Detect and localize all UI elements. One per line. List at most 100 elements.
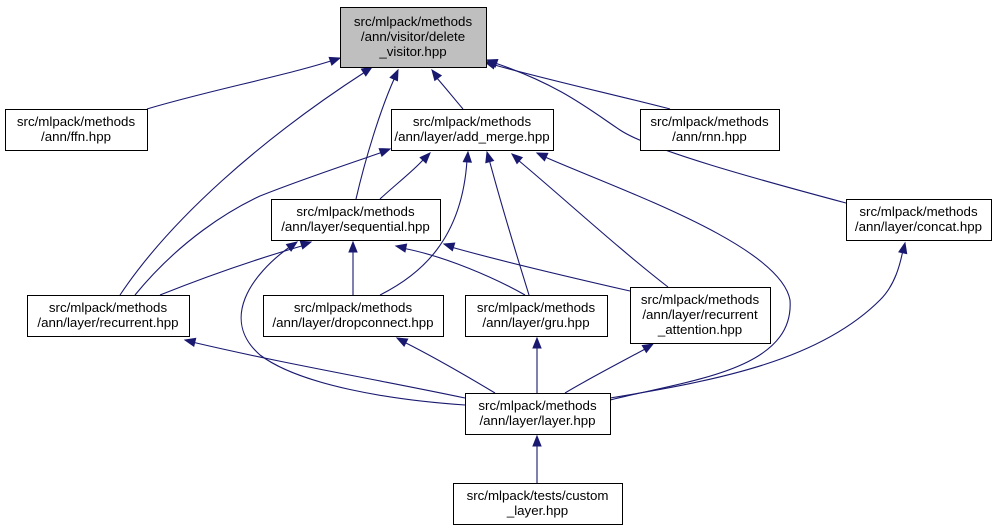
node-label-line: src/mlpack/methods bbox=[477, 300, 596, 315]
arrowhead-icon bbox=[532, 434, 542, 447]
arrowhead-icon bbox=[389, 68, 399, 82]
node-label-line: /ann/layer/recurrent.hpp bbox=[37, 315, 178, 330]
edge-ffn-to-delete-visitor bbox=[146, 56, 342, 110]
node-layer[interactable]: src/mlpack/methods/ann/layer/layer.hpp bbox=[465, 393, 611, 435]
arrowhead-icon bbox=[360, 66, 374, 77]
arrowhead-icon bbox=[378, 148, 392, 157]
node-label-line: src/mlpack/tests/custom bbox=[467, 488, 609, 503]
edge-line bbox=[490, 63, 671, 110]
edge-layer-to-add-merge bbox=[535, 152, 791, 401]
arrowhead-icon bbox=[532, 336, 542, 349]
edge-gru-to-sequential bbox=[394, 243, 526, 296]
edge-line bbox=[494, 62, 847, 204]
node-label-line: /ann/layer/sequential.hpp bbox=[281, 219, 430, 234]
node-label-line: /ann/rnn.hpp bbox=[672, 129, 747, 144]
edge-layer-to-recurrent bbox=[183, 337, 466, 399]
edge-recurrent-to-delete-visitor bbox=[119, 66, 374, 296]
node-label-line: src/mlpack/methods bbox=[17, 114, 136, 129]
edge-gru-to-add-merge bbox=[485, 150, 530, 296]
arrowhead-icon bbox=[535, 152, 549, 162]
edge-line bbox=[355, 76, 396, 200]
edge-line bbox=[609, 249, 904, 399]
node-add-merge[interactable]: src/mlpack/methods/ann/layer/add_merge.h… bbox=[391, 109, 554, 151]
edge-dropconnect-to-sequential bbox=[348, 240, 358, 295]
node-rnn[interactable]: src/mlpack/methods/ann/rnn.hpp bbox=[640, 109, 780, 151]
node-label-line: src/mlpack/methods bbox=[354, 14, 473, 29]
node-label-line: /ann/layer/recurrent bbox=[642, 307, 758, 322]
edge-recurrent-to-add-merge bbox=[134, 148, 392, 296]
edge-line bbox=[544, 156, 791, 401]
edge-line bbox=[488, 158, 530, 296]
edge-layer-to-concat bbox=[609, 241, 908, 399]
node-box bbox=[271, 199, 441, 241]
node-label-line: _layer.hpp bbox=[506, 503, 568, 518]
node-sequential[interactable]: src/mlpack/methods/ann/layer/sequential.… bbox=[271, 199, 441, 241]
edge-recurrent-to-sequential bbox=[159, 240, 313, 296]
arrowhead-icon bbox=[285, 241, 299, 252]
node-label-line: /ann/layer/add_merge.hpp bbox=[394, 129, 549, 144]
edge-line bbox=[134, 151, 384, 296]
node-box bbox=[453, 483, 623, 525]
node-label-line: src/mlpack/methods bbox=[478, 398, 597, 413]
node-label-line: src/mlpack/methods bbox=[413, 114, 532, 129]
edge-line bbox=[379, 159, 468, 296]
arrowhead-icon bbox=[442, 242, 456, 252]
edge-sequential-to-delete-visitor bbox=[355, 68, 399, 200]
edge-line bbox=[564, 347, 648, 394]
node-box bbox=[5, 109, 148, 151]
node-label-line: /ann/ffn.hpp bbox=[41, 129, 111, 144]
node-concat[interactable]: src/mlpack/methods/ann/layer/concat.hpp bbox=[846, 199, 992, 241]
arrowhead-icon bbox=[394, 243, 408, 253]
arrowhead-icon bbox=[510, 153, 524, 165]
edge-line bbox=[146, 57, 341, 110]
node-box bbox=[263, 295, 444, 337]
arrowhead-icon bbox=[299, 240, 313, 250]
edge-concat-to-delete-visitor bbox=[485, 58, 847, 204]
arrowhead-icon bbox=[183, 337, 197, 348]
nodes-layer: src/mlpack/methods/ann/visitor/delete_vi… bbox=[5, 7, 992, 525]
edges-layer bbox=[119, 56, 908, 483]
edge-line bbox=[517, 159, 669, 288]
edge-layer-to-sequential bbox=[240, 241, 466, 406]
arrowhead-icon bbox=[898, 241, 908, 255]
node-label-line: src/mlpack/methods bbox=[859, 204, 978, 219]
node-box bbox=[391, 109, 554, 151]
node-dropconnect[interactable]: src/mlpack/methods/ann/layer/dropconnect… bbox=[263, 295, 444, 337]
arrowhead-icon bbox=[485, 58, 499, 68]
node-recurrent-attention[interactable]: src/mlpack/methods/ann/layer/recurrent_a… bbox=[630, 287, 771, 344]
edge-line bbox=[379, 159, 424, 200]
node-custom-layer[interactable]: src/mlpack/tests/custom_layer.hpp bbox=[453, 483, 623, 525]
edge-recurrent-attention-to-sequential bbox=[442, 242, 631, 292]
edge-line bbox=[401, 247, 526, 296]
arrowhead-icon bbox=[462, 150, 473, 163]
edge-dropconnect-to-add-merge bbox=[379, 150, 473, 296]
node-label-line: /ann/layer/gru.hpp bbox=[482, 315, 589, 330]
node-label-line: src/mlpack/methods bbox=[650, 114, 769, 129]
node-label-line: /ann/layer/dropconnect.hpp bbox=[272, 315, 433, 330]
edge-custom-layer-to-layer bbox=[532, 434, 542, 483]
node-ffn[interactable]: src/mlpack/methods/ann/ffn.hpp bbox=[5, 109, 148, 151]
node-box bbox=[630, 287, 771, 344]
edge-sequential-to-add-merge bbox=[379, 152, 431, 200]
node-label-line: src/mlpack/methods bbox=[641, 292, 760, 307]
node-label-line: src/mlpack/methods bbox=[294, 300, 413, 315]
edge-layer-to-recurrent-attention bbox=[564, 343, 655, 394]
node-box bbox=[340, 7, 487, 68]
node-delete-visitor[interactable]: src/mlpack/methods/ann/visitor/delete_vi… bbox=[340, 7, 487, 68]
arrowhead-icon bbox=[641, 343, 655, 354]
node-label-line: src/mlpack/methods bbox=[296, 204, 415, 219]
arrowhead-icon bbox=[328, 56, 342, 66]
node-label-line: /ann/layer/layer.hpp bbox=[479, 413, 595, 428]
edge-line bbox=[240, 245, 466, 406]
node-box bbox=[465, 393, 611, 435]
node-recurrent[interactable]: src/mlpack/methods/ann/layer/recurrent.h… bbox=[27, 295, 190, 337]
node-label-line: _attention.hpp bbox=[657, 322, 742, 337]
node-box bbox=[640, 109, 780, 151]
arrowhead-icon bbox=[348, 240, 358, 253]
edge-line bbox=[435, 76, 464, 110]
arrowhead-icon bbox=[395, 337, 409, 347]
node-gru[interactable]: src/mlpack/methods/ann/layer/gru.hpp bbox=[465, 295, 608, 337]
node-label-line: /ann/layer/concat.hpp bbox=[855, 219, 982, 234]
edge-layer-to-gru bbox=[532, 336, 542, 393]
